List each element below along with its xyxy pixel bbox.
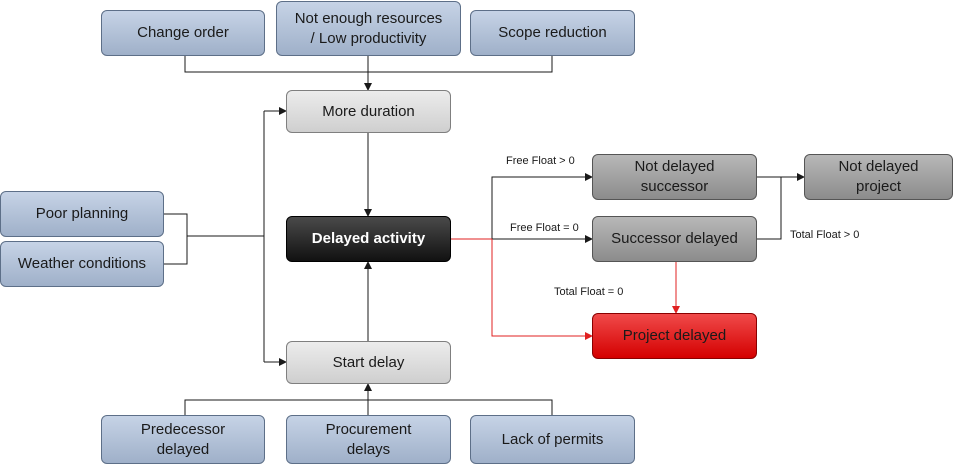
scope-reduction-label: Scope reduction [498, 24, 607, 41]
connector-critical-to-project-delayed [491, 239, 593, 340]
procurement-delays-box: Procurement delays [286, 415, 451, 464]
start-delay-label: Start delay [332, 353, 405, 371]
successor-delayed-label: Successor delayed [611, 230, 738, 247]
connector-scope [368, 56, 553, 73]
free-float-positive-label: Free Float > 0 [506, 155, 575, 167]
more-duration-box: More duration [286, 90, 451, 133]
not-delayed-project-label: Not delayed project [838, 158, 919, 195]
predecessor-delayed-label: Predecessor delayed [140, 420, 226, 458]
not-delayed-successor-label: Not delayed successor [634, 158, 715, 195]
not-delayed-project-box: Not delayed project [804, 154, 953, 200]
delayed-activity-box: Delayed activity [286, 216, 451, 262]
connector-total-float-positive [757, 177, 782, 240]
predecessor-delayed-box: Predecessor delayed [101, 415, 265, 464]
project-delayed-box: Project delayed [592, 313, 757, 359]
resources-box: Not enough resources / Low productivity [276, 1, 461, 56]
weather-conditions-box: Weather conditions [0, 241, 164, 287]
delayed-activity-label: Delayed activity [311, 230, 426, 247]
successor-delayed-box: Successor delayed [592, 216, 757, 262]
weather-conditions-label: Weather conditions [17, 255, 147, 272]
poor-planning-box: Poor planning [0, 191, 164, 237]
more-duration-label: More duration [322, 102, 415, 120]
lack-of-permits-box: Lack of permits [470, 415, 635, 464]
connector-poor-planning [164, 213, 188, 236]
free-float-zero-label: Free Float = 0 [510, 222, 579, 234]
connector-permits [368, 399, 553, 415]
total-float-zero-label: Total Float = 0 [554, 286, 624, 298]
change-order-box: Change order [101, 10, 265, 56]
procurement-delays-label: Procurement delays [325, 420, 412, 458]
connector-weather [164, 236, 188, 265]
scope-reduction-box: Scope reduction [470, 10, 635, 56]
connector-predecessor [184, 399, 368, 415]
change-order-label: Change order [137, 24, 229, 41]
not-delayed-successor-box: Not delayed successor [592, 154, 757, 200]
start-delay-box: Start delay [286, 341, 451, 384]
connector-change-order [184, 56, 368, 73]
project-delayed-label: Project delayed [622, 327, 727, 344]
lack-of-permits-label: Lack of permits [501, 430, 604, 448]
total-float-positive-label: Total Float > 0 [790, 229, 860, 241]
resources-label: Not enough resources / Low productivity [294, 9, 443, 47]
poor-planning-label: Poor planning [35, 205, 129, 222]
